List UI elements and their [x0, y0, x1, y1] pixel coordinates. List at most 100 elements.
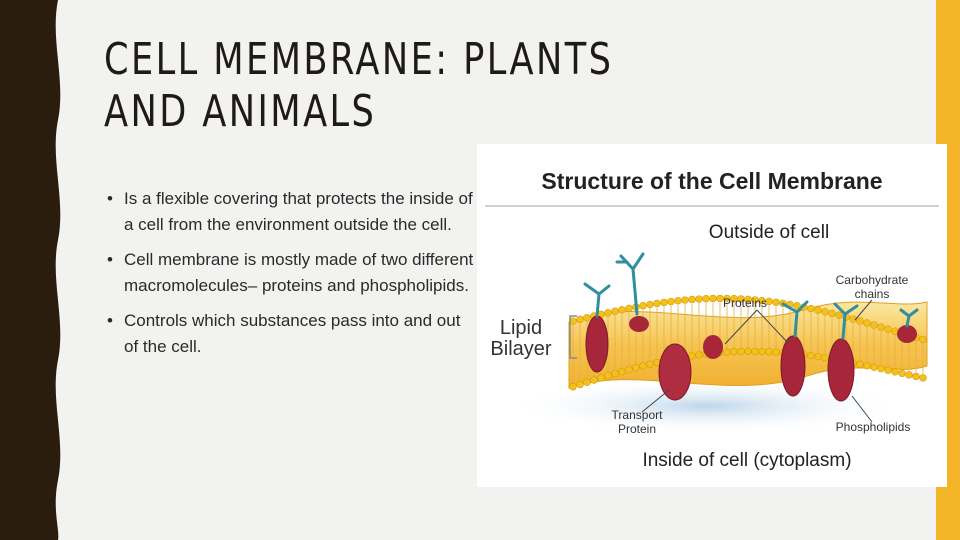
transport-label-line2: Protein	[618, 422, 656, 436]
carb-chain-3	[781, 300, 809, 338]
phospholipid-head	[919, 335, 927, 344]
protein-1	[585, 315, 609, 373]
phospholipid-head	[912, 372, 920, 381]
phospholipid-head	[758, 347, 766, 356]
carb-chain-2	[615, 252, 645, 316]
phospholipid-head	[695, 295, 703, 303]
phospholipid-head	[611, 369, 619, 378]
carb-chain-5	[899, 308, 919, 328]
phospholipid-leader	[851, 395, 873, 423]
phospholipid-head	[604, 309, 612, 317]
phospholipid-head	[772, 298, 780, 307]
phospholipid-head	[625, 304, 633, 313]
phospholipid-head	[772, 348, 780, 356]
phospholipid-head	[576, 315, 584, 324]
phospholipid-head	[646, 300, 654, 309]
phospholipid-head	[723, 348, 731, 356]
bullet-text: Cell membrane is mostly made of two diff…	[124, 250, 474, 295]
phospholipid-head	[688, 352, 696, 360]
phospholipid-head	[653, 299, 661, 308]
outside-label: Outside of cell	[709, 222, 829, 243]
carbohydrate-chains	[583, 252, 919, 340]
phospholipid-head	[807, 304, 815, 313]
phospholipid-head	[576, 380, 584, 389]
phospholipid-head	[870, 321, 878, 329]
bullet-item: • Cell membrane is mostly made of two dif…	[104, 247, 474, 299]
phospholipid-head	[639, 302, 647, 310]
diagram-title: Structure of the Cell Membrane	[541, 168, 882, 194]
transport-leader	[641, 389, 670, 413]
protein-6	[897, 325, 917, 343]
membrane-shadow	[507, 378, 907, 434]
phospholipid-head	[898, 369, 906, 377]
proteins-leader-a	[724, 309, 758, 345]
bullet-item: • Is a flexible covering that protects th…	[104, 186, 474, 238]
phospholipid-head	[884, 325, 892, 333]
phospholipid-head	[765, 348, 773, 356]
phospholipid-head	[639, 362, 647, 370]
phospholipid-head	[877, 364, 885, 373]
phospholipid-head	[674, 297, 682, 305]
bullet-marker: •	[107, 311, 113, 330]
membrane-proteins	[585, 315, 917, 402]
phospholipid-head	[702, 294, 710, 303]
phospholipid-head	[583, 313, 591, 322]
phospholipid-head	[590, 376, 598, 384]
phospholipid-head	[604, 372, 612, 380]
phospholipid-head	[695, 351, 703, 359]
protein-3	[703, 335, 723, 359]
phospholipid-head	[891, 368, 899, 376]
transport-protein	[658, 343, 692, 401]
bullet-list: • Is a flexible covering that protects th…	[104, 186, 474, 369]
bullet-item: • Controls which substances pass into and…	[104, 308, 474, 360]
phospholipid-head	[793, 302, 801, 310]
phospholipid-head	[681, 296, 689, 304]
protein-5	[827, 338, 855, 402]
phospholipid-head	[821, 354, 829, 362]
carbohydrate-label-line1: Carbohydrate	[836, 273, 909, 287]
proteins-label: Proteins	[723, 296, 767, 310]
cell-membrane-diagram: Structure of the Cell Membrane Outside o…	[477, 144, 947, 487]
phospholipid-head	[863, 361, 871, 370]
phospholipid-head	[835, 311, 843, 319]
phospholipid-head	[884, 366, 892, 374]
membrane-illustration: Structure of the Cell Membrane Outside o…	[485, 168, 939, 471]
lipid-label-line2: Bilayer	[490, 338, 551, 360]
protein-2	[629, 316, 649, 332]
phospholipid-head	[730, 348, 738, 356]
phospholipid-head	[583, 378, 591, 386]
lipid-bracket	[569, 315, 577, 359]
label-leader-lines	[641, 299, 873, 423]
carbohydrate-label-line2: chains	[855, 287, 890, 301]
phospholipid-head	[709, 294, 717, 303]
phospholipid-head	[632, 364, 640, 372]
phospholipid-head	[821, 308, 829, 316]
phospholipid-head	[737, 347, 745, 356]
phospholipid-head	[919, 374, 927, 382]
phospholipid-head	[807, 351, 815, 360]
phospholipid-head	[905, 371, 913, 379]
bullet-marker: •	[107, 189, 113, 208]
phospholipid-head	[660, 298, 668, 307]
carb-chain-4	[833, 302, 859, 340]
bullet-text: Controls which substances pass into and …	[124, 311, 461, 356]
carb-leader	[854, 299, 873, 321]
phospholipid-head	[646, 360, 654, 368]
phospholipid-head	[611, 307, 619, 315]
lipid-label-line1: Lipid	[500, 317, 542, 339]
phospholipid-head	[618, 306, 626, 314]
phospholipid-head	[667, 297, 675, 306]
inside-label: Inside of cell (cytoplasm)	[642, 450, 851, 471]
protein-4	[780, 335, 806, 397]
bullet-marker: •	[107, 250, 113, 269]
slide-title: CELL MEMBRANE: PLANTS AND ANIMALS	[104, 34, 614, 137]
proteins-leader-b	[756, 309, 790, 345]
phospholipid-head	[744, 347, 752, 356]
transport-label-line1: Transport	[612, 408, 664, 422]
phospholipid-head	[765, 297, 773, 306]
phospholipid-head	[618, 367, 626, 376]
bullet-text: Is a flexible covering that protects the…	[124, 189, 473, 234]
phospholipids-label: Phospholipids	[836, 420, 911, 434]
phospholipid-head	[625, 365, 633, 374]
phospholipid-head	[814, 306, 822, 314]
